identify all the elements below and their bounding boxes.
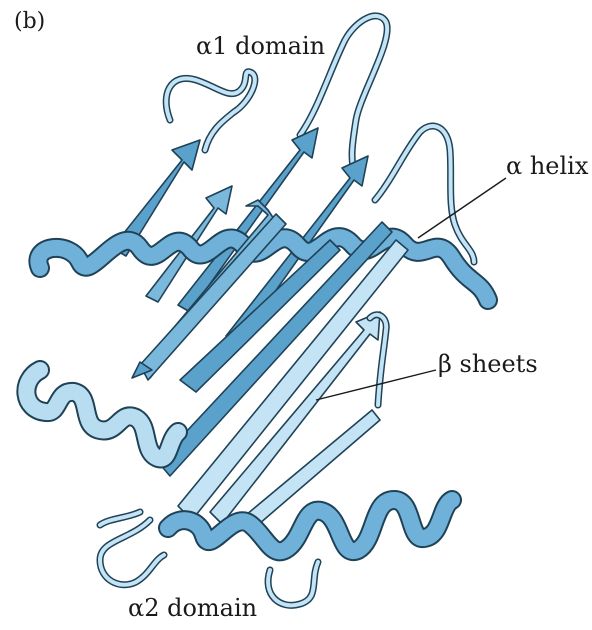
alpha2-domain-label: α2 domain	[128, 594, 257, 622]
alpha-helix-label: α helix	[506, 152, 589, 180]
beta-sheets-label: β sheets	[438, 350, 538, 378]
alpha2-right-helix	[168, 500, 452, 551]
alpha2-left-helix	[26, 370, 178, 458]
panel-label: (b)	[14, 9, 45, 34]
alpha-helix-leader	[418, 178, 506, 238]
alpha1-domain-label: α1 domain	[196, 32, 325, 60]
